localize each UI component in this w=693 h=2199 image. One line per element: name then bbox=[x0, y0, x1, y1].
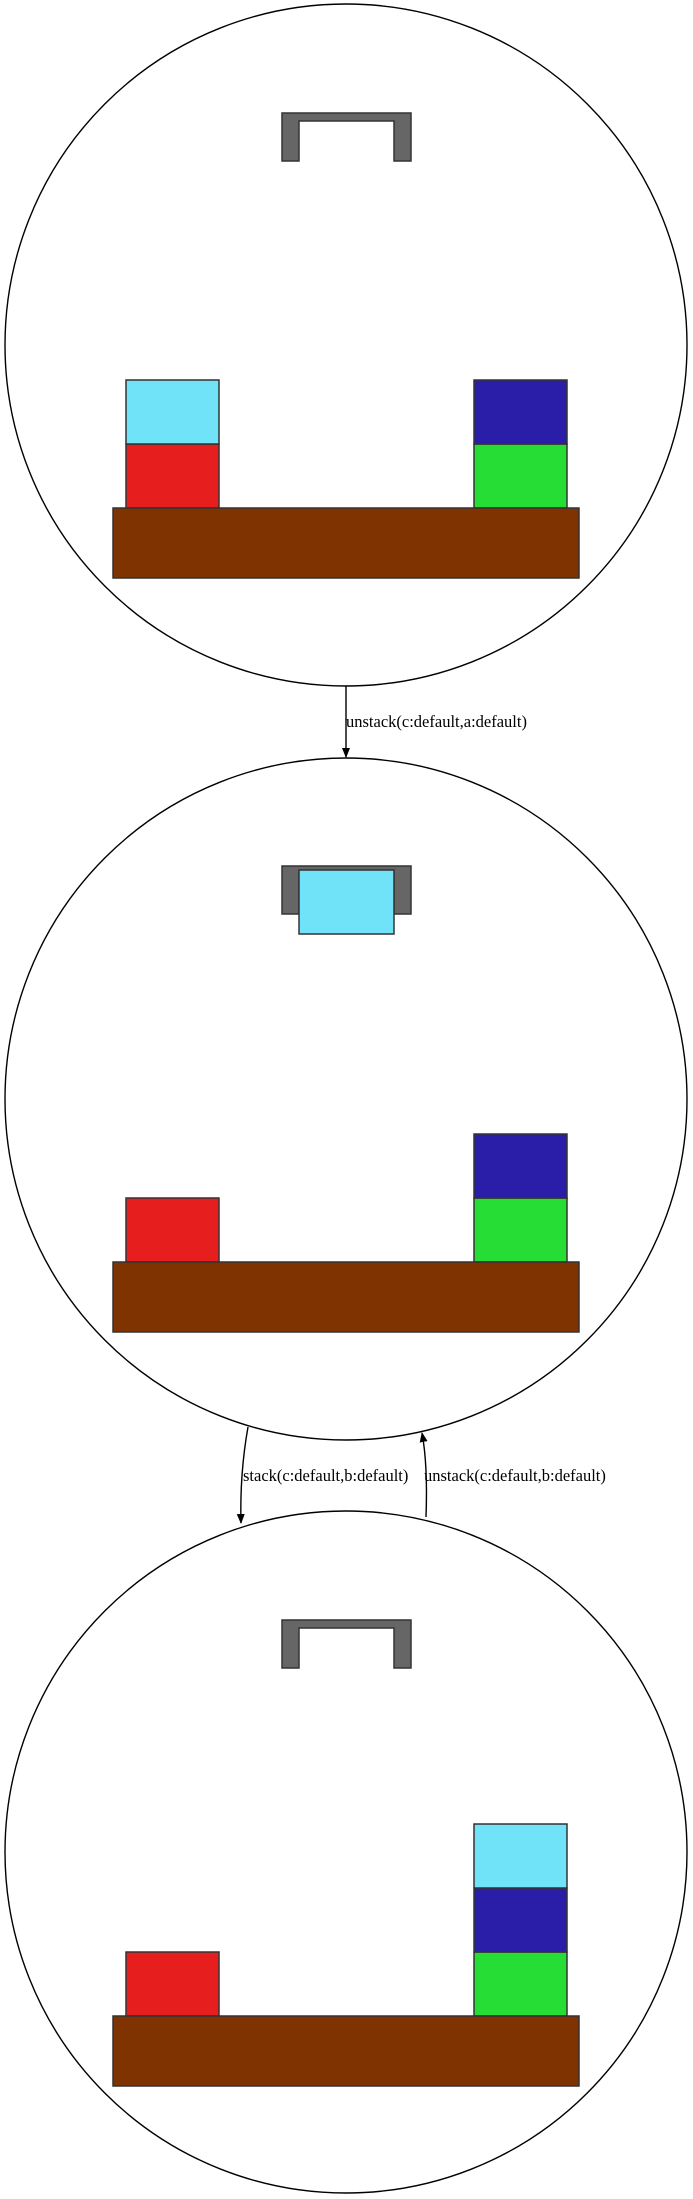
block-d bbox=[473, 443, 568, 509]
state-node-1 bbox=[4, 3, 688, 687]
transition-edge-unstack-c-b bbox=[419, 1432, 428, 1518]
state-node-3 bbox=[4, 1510, 688, 2194]
table bbox=[112, 2015, 580, 2087]
block-c bbox=[125, 379, 220, 445]
gripper-icon bbox=[281, 112, 412, 162]
state-circle bbox=[4, 1510, 688, 2194]
transition-edge-stack-c-b bbox=[236, 1426, 249, 1524]
gripper-icon bbox=[281, 1619, 412, 1669]
table bbox=[112, 1261, 580, 1333]
block-b bbox=[473, 379, 568, 445]
transition-label-stack-c-b: stack(c:default,b:default) bbox=[243, 1466, 408, 1485]
block-d bbox=[473, 1197, 568, 1263]
state-circle bbox=[4, 757, 688, 1441]
transition-label-unstack-c-b: unstack(c:default,b:default) bbox=[424, 1466, 606, 1485]
block-b bbox=[473, 1887, 568, 1953]
state-node-2 bbox=[4, 757, 688, 1441]
block-c bbox=[473, 1823, 568, 1889]
held-block-c bbox=[298, 869, 395, 935]
transition-edges: unstack(c:default,a:default) stack(c:def… bbox=[236, 686, 606, 1524]
transition-label-unstack-c-a: unstack(c:default,a:default) bbox=[346, 712, 527, 731]
block-a bbox=[125, 1951, 220, 2017]
table bbox=[112, 507, 580, 579]
state-circle bbox=[4, 3, 688, 687]
block-a bbox=[125, 443, 220, 509]
block-a bbox=[125, 1197, 220, 1263]
block-d bbox=[473, 1951, 568, 2017]
block-b bbox=[473, 1133, 568, 1199]
